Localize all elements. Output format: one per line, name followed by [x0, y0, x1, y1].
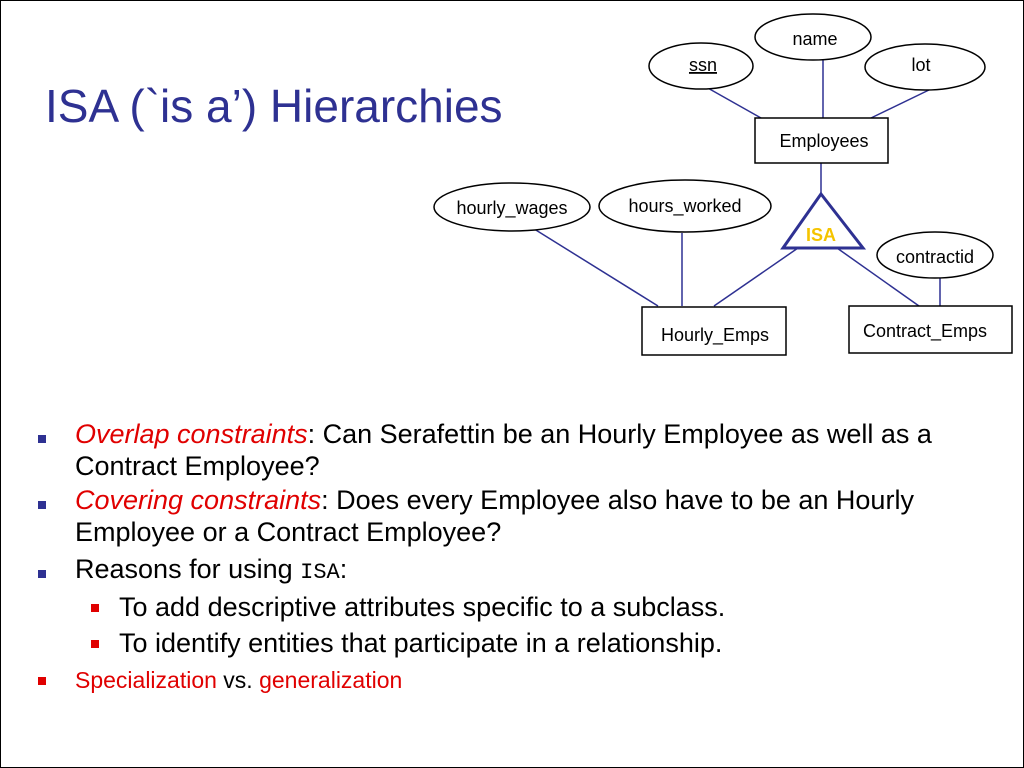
generalization-term: generalization [259, 667, 403, 693]
attribute-contractid: contractid [876, 231, 994, 279]
entity-contract-emps-label: Contract_Emps [863, 321, 987, 342]
covering-constraints-text-2: Employee or a Contract Employee? [75, 517, 502, 547]
entity-employees: Employees [754, 117, 889, 164]
bullet-marker [38, 501, 46, 509]
vs-text: vs. [216, 667, 260, 693]
covering-constraints-term: Covering constraints [75, 485, 322, 515]
isa-label: ISA [806, 225, 836, 245]
attribute-lot: lot [864, 43, 986, 91]
sub-bullet-marker [91, 604, 99, 612]
isa-code: ISA [300, 560, 340, 585]
slide-title: ISA (`is a’) Hierarchies [45, 80, 503, 132]
line-ssn-employees [705, 86, 762, 119]
attribute-hourly-wages: hourly_wages [433, 182, 591, 232]
attribute-contractid-label: contractid [896, 247, 974, 267]
attribute-name: name [754, 13, 872, 61]
attribute-hours-worked: hours_worked [598, 179, 772, 233]
attribute-ssn-label: ssn [689, 55, 717, 75]
line-wages-hourly [530, 226, 659, 307]
attribute-lot-label: lot [911, 55, 930, 75]
bullet-covering-constraints: Covering constraints: Does every Employe… [75, 484, 914, 548]
overlap-constraints-text: : Can Serafettin be an Hourly Employee a… [307, 419, 932, 449]
bullet-specialization: Specialization vs. generalization [75, 664, 402, 696]
overlap-constraints-term: Overlap constraints [75, 419, 308, 449]
bullet-marker [38, 435, 46, 443]
bullet-marker [38, 570, 46, 578]
reasons-text: Reasons for using [75, 554, 301, 584]
entity-hourly-emps-label: Hourly_Emps [661, 325, 769, 346]
line-isa-hourly [713, 247, 799, 307]
attribute-hourly-wages-label: hourly_wages [456, 198, 567, 219]
line-isa-contract [836, 247, 920, 307]
sub-bullet-identify-entities: To identify entities that participate in… [119, 628, 723, 658]
bullet-overlap-constraints: Overlap constraints: Can Serafettin be a… [75, 418, 932, 482]
isa-triangle: ISA [780, 191, 867, 250]
sub-bullet-marker [91, 640, 99, 648]
line-lot-employees [870, 88, 932, 119]
attribute-hours-worked-label: hours_worked [628, 196, 741, 217]
specialization-term: Specialization [75, 667, 217, 693]
bullet-marker [38, 677, 46, 685]
attribute-ssn: ssn [648, 42, 754, 90]
overlap-constraints-text-2: Contract Employee? [75, 451, 320, 481]
attribute-name-label: name [792, 29, 837, 49]
covering-constraints-text: : Does every Employee also have to be an… [321, 485, 914, 515]
entity-hourly-emps: Hourly_Emps [641, 306, 787, 356]
entity-contract-emps: Contract_Emps [848, 305, 1013, 354]
entity-employees-label: Employees [779, 131, 868, 151]
reasons-colon: : [339, 554, 348, 584]
sub-bullet-descriptive-attributes: To add descriptive attributes specific t… [119, 592, 726, 622]
bullet-reasons-for-isa: Reasons for using ISA: [75, 553, 347, 589]
